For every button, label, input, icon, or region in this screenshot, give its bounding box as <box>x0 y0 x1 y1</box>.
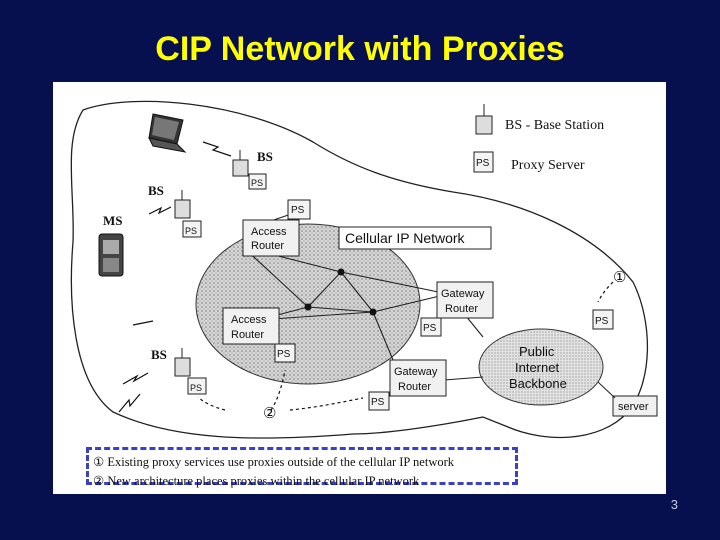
bs-label-top: BS <box>257 149 273 164</box>
slide-title: CIP Network with Proxies <box>155 30 565 68</box>
note-new-architecture: ② New architecture places proxies within… <box>93 474 420 488</box>
gateway-router-right: Gateway Router <box>436 281 494 319</box>
diagram-panel: PS BS - Base Station Proxy Server MS PS … <box>53 82 666 494</box>
svg-text:PS: PS <box>251 178 263 188</box>
access-router-left: Access Router <box>222 307 280 345</box>
svg-text:PS: PS <box>277 349 291 360</box>
svg-text:Access: Access <box>251 226 287 238</box>
ps-icon-internet: PS <box>592 309 614 330</box>
public-internet-label-2: Internet <box>515 360 559 375</box>
svg-text:PS: PS <box>190 383 202 393</box>
mobile-station-icon <box>98 233 124 277</box>
svg-text:server: server <box>618 401 649 413</box>
bs-icon-top: PS <box>232 150 267 190</box>
ps-icon-access-left: PS <box>274 343 296 363</box>
bs-label-left: BS <box>148 183 164 198</box>
core-nodes <box>304 268 377 316</box>
notes-box <box>86 447 518 485</box>
ps-icon-gateway-right: PS <box>420 317 442 337</box>
ps-icon-access-top: PS <box>287 199 311 220</box>
svg-text:PS: PS <box>185 226 197 236</box>
svg-text:Access: Access <box>231 314 267 326</box>
public-internet-label-3: Backbone <box>509 376 567 391</box>
svg-text:Router: Router <box>445 303 478 315</box>
server-icon: server <box>612 395 658 417</box>
svg-text:Cellular IP Network: Cellular IP Network <box>345 230 466 246</box>
coverage-boundary <box>70 100 649 439</box>
svg-text:PS: PS <box>476 158 490 169</box>
laptop-icon <box>148 113 187 153</box>
gateway-router-bottom: Gateway Router <box>389 359 447 397</box>
svg-text:PS: PS <box>423 323 437 334</box>
marker-1: ① <box>613 270 626 286</box>
svg-text:Gateway: Gateway <box>441 288 485 300</box>
public-internet-area <box>478 328 604 406</box>
ps-icon-gateway-bottom: PS <box>368 391 390 411</box>
legend-ps-icon: PS <box>473 151 494 173</box>
svg-text:PS: PS <box>291 205 305 216</box>
cellular-ip-network-label: Cellular IP Network <box>338 226 492 250</box>
bs-icon-left: PS <box>174 190 202 238</box>
ms-label: MS <box>103 213 123 228</box>
dashed-arrows <box>197 281 614 411</box>
svg-text:Router: Router <box>251 240 284 252</box>
access-router-top: Access Router <box>242 219 300 257</box>
legend-bs-icon <box>475 104 493 135</box>
legend-bs-label: BS - Base Station <box>505 118 604 133</box>
svg-text:Router: Router <box>398 381 431 393</box>
network-diagram: PS BS - Base Station Proxy Server MS PS … <box>70 100 658 439</box>
svg-text:Router: Router <box>231 329 264 341</box>
marker-2: ② <box>263 406 276 422</box>
svg-text:Gateway: Gateway <box>394 366 438 378</box>
public-internet-label-1: Public <box>519 344 555 359</box>
legend-ps-label: Proxy Server <box>511 158 585 173</box>
bs-label-bottom: BS <box>151 347 167 362</box>
wireless-links <box>118 141 232 413</box>
svg-text:PS: PS <box>371 397 385 408</box>
svg-text:PS: PS <box>595 316 609 327</box>
bs-icon-bottom: PS <box>174 348 207 395</box>
page-number: 3 <box>670 497 678 512</box>
note-existing-proxies: ① Existing proxy services use proxies ou… <box>93 455 455 469</box>
